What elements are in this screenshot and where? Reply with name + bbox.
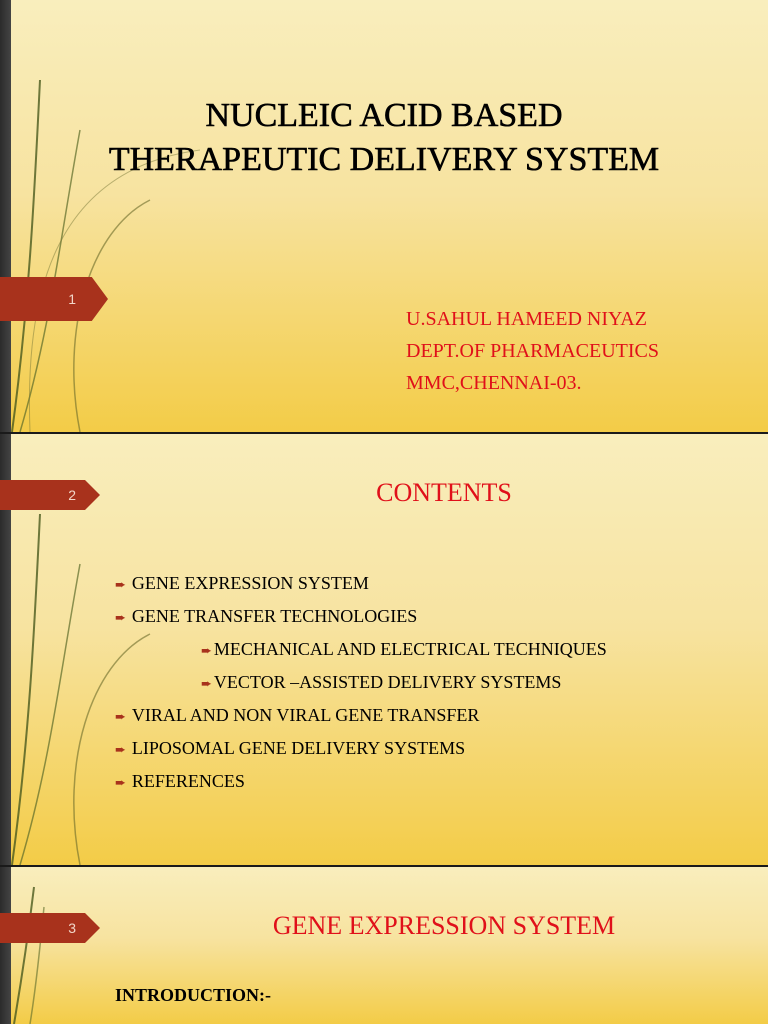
right-arrow-icon: ➨ — [115, 611, 126, 626]
list-item: ➨LIPOSOMAL GENE DELIVERY SYSTEMS — [115, 738, 466, 758]
slide-1: 1 NUCLEIC ACID BASED THERAPEUTIC DELIVER… — [0, 0, 768, 432]
slide-2: 2 CONTENTS ➨GENE EXPRESSION SYSTEM ➨GENE… — [0, 434, 768, 865]
decorative-swirl — [11, 79, 201, 432]
contents-list: ➨GENE EXPRESSION SYSTEM ➨GENE TRANSFER T… — [115, 568, 607, 799]
list-item: ➨VIRAL AND NON VIRAL GENE TRANSFER — [115, 705, 480, 725]
slide-number-tab: 1 — [0, 277, 108, 321]
right-arrow-icon: ➨ — [201, 644, 212, 659]
title-line-2: THERAPEUTIC DELIVERY SYSTEM — [108, 141, 660, 179]
right-arrow-icon: ➨ — [115, 776, 126, 791]
slide-left-bar — [0, 434, 11, 865]
slide-left-bar — [0, 867, 11, 1024]
right-arrow-icon: ➨ — [115, 578, 126, 593]
right-arrow-icon: ➨ — [201, 677, 212, 692]
list-subitem: ➨VECTOR –ASSISTED DELIVERY SYSTEMS — [201, 672, 562, 692]
list-subitem: ➨MECHANICAL AND ELECTRICAL TECHNIQUES — [201, 639, 607, 659]
slide-number-tab: 2 — [0, 480, 100, 510]
slide-left-bar — [0, 0, 11, 432]
author-department: DEPT.OF PHARMACEUTICS — [406, 340, 659, 362]
right-arrow-icon: ➨ — [115, 710, 126, 725]
list-item: ➨GENE TRANSFER TECHNOLOGIES — [115, 606, 418, 626]
right-arrow-icon: ➨ — [115, 743, 126, 758]
intro-heading: INTRODUCTION:- — [115, 985, 272, 1005]
author-block: U.SAHUL HAMEED NIYAZ DEPT.OF PHARMACEUTI… — [406, 303, 659, 399]
slide-3: 3 GENE EXPRESSION SYSTEM INTRODUCTION:- — [0, 867, 768, 1024]
title-line-1: NUCLEIC ACID BASED — [205, 97, 563, 135]
list-item: ➨GENE EXPRESSION SYSTEM — [115, 573, 369, 593]
slide-title: CONTENTS — [376, 478, 512, 507]
author-name: U.SAHUL HAMEED NIYAZ — [406, 308, 647, 330]
list-item: ➨REFERENCES — [115, 771, 245, 791]
presentation-title: NUCLEIC ACID BASED THERAPEUTIC DELIVERY … — [0, 94, 768, 182]
decorative-swirl — [11, 513, 151, 865]
slide-title: GENE EXPRESSION SYSTEM — [272, 911, 616, 940]
slide-number-tab: 3 — [0, 913, 100, 943]
author-institution: MMC,CHENNAI-03. — [406, 372, 582, 394]
